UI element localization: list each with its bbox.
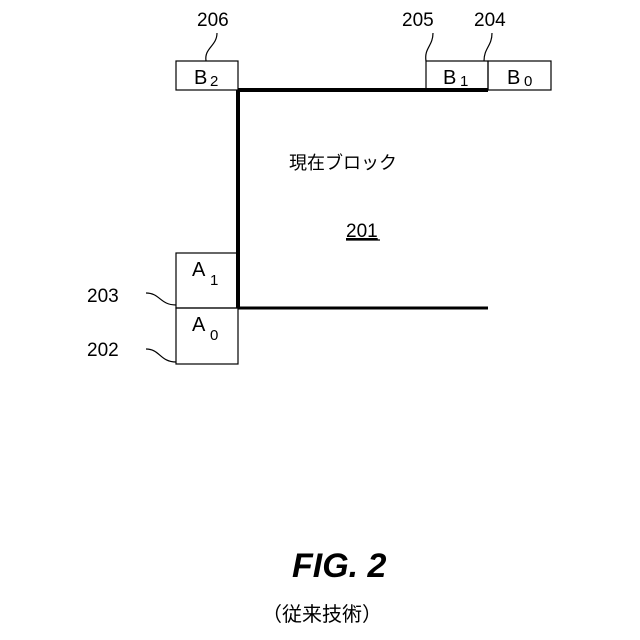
block-b0-letter: B (507, 67, 520, 89)
figure-caption: （従来技術） (262, 602, 382, 626)
current-block-label: 現在ブロック (289, 152, 397, 174)
ref-206-label: 206 (197, 10, 229, 31)
block-b2-letter: B (194, 67, 207, 89)
block-a0-letter: A (192, 314, 206, 336)
ref-202-leader (146, 349, 176, 362)
block-b2-index: 2 (210, 73, 218, 90)
ref-205-leader (426, 33, 433, 61)
ref-204-leader (484, 33, 492, 61)
block-b1-letter: B (443, 67, 456, 89)
block-b0-index: 0 (524, 73, 532, 90)
block-b1-box (426, 61, 488, 90)
block-a1-letter: A (192, 259, 206, 281)
block-a1-index: 1 (210, 272, 218, 289)
block-a0-index: 0 (210, 327, 218, 344)
ref-203-leader (146, 293, 176, 305)
ref-202-label: 202 (87, 340, 119, 361)
ref-204-label: 204 (474, 10, 506, 31)
block-a0-box (176, 308, 238, 364)
ref-206-leader (206, 33, 217, 61)
block-a1-box (176, 253, 238, 308)
current-block-ref: 201 (346, 221, 378, 242)
block-b1-index: 1 (460, 73, 468, 90)
figure-title: FIG. 2 (292, 547, 387, 585)
ref-203-label: 203 (87, 286, 119, 307)
ref-205-label: 205 (402, 10, 434, 31)
